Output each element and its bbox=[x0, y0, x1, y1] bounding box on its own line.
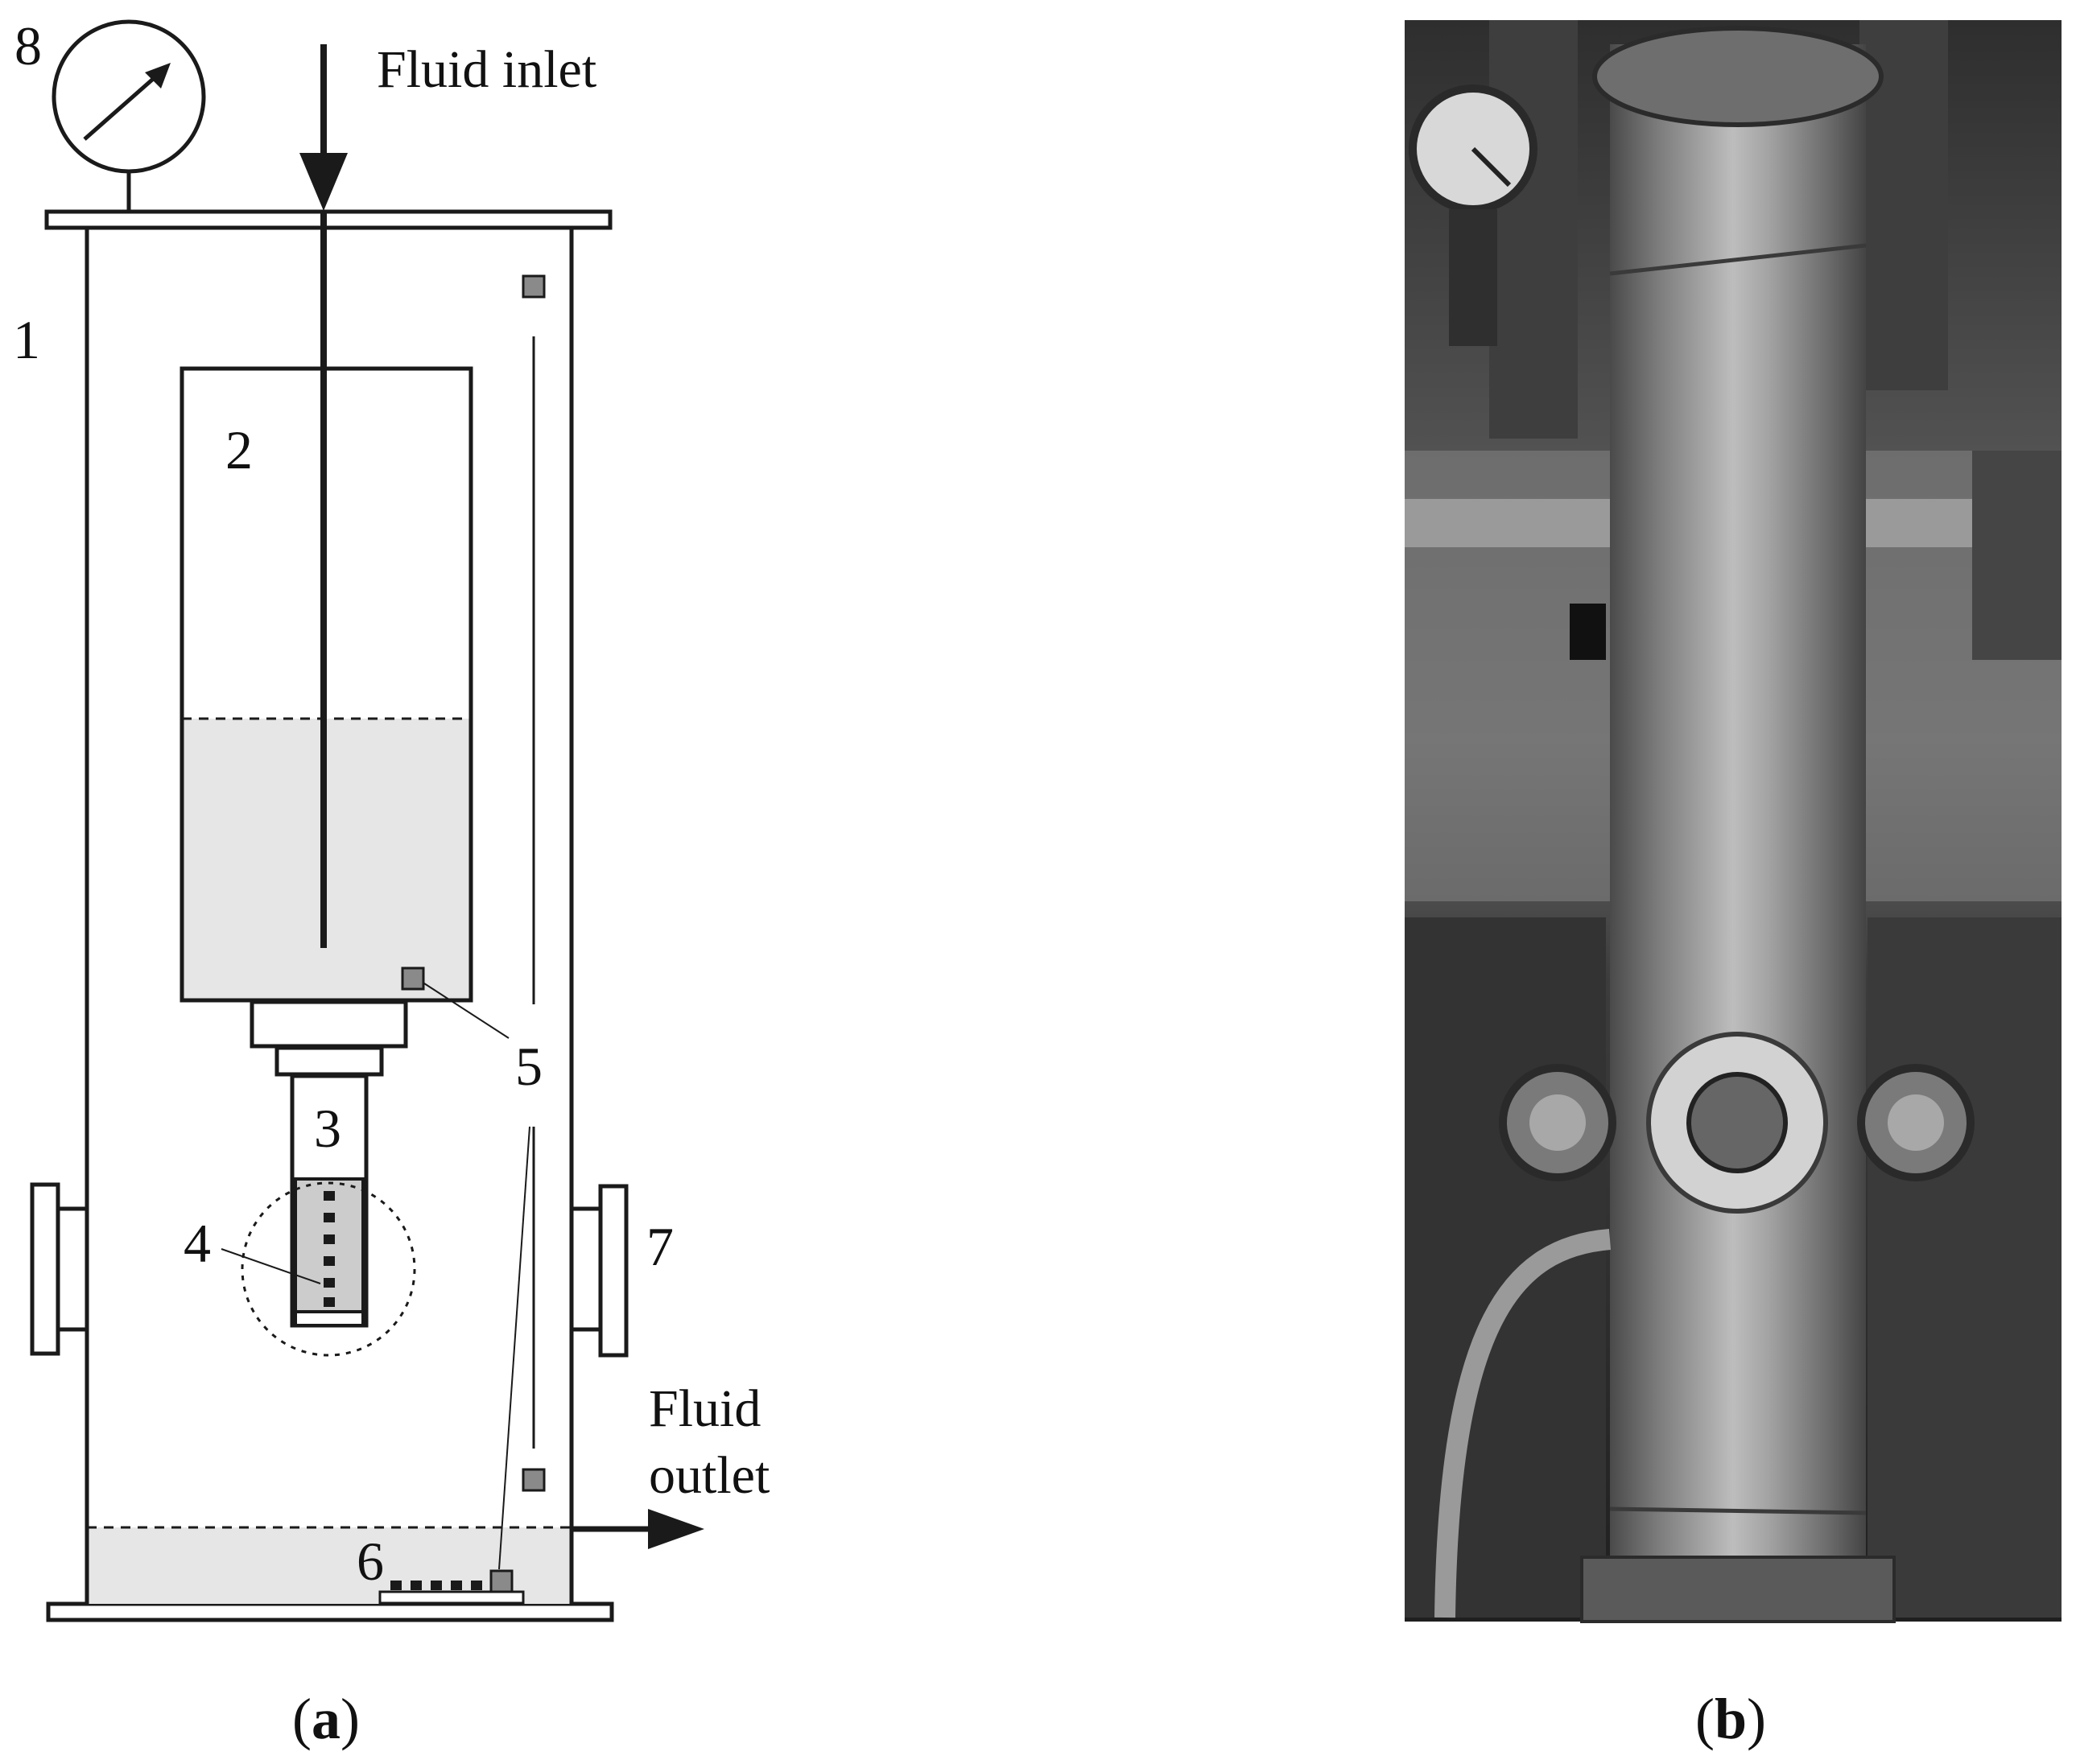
fluid-outlet-label-line1: Fluid bbox=[649, 1379, 761, 1438]
label-2: 2 bbox=[225, 419, 253, 480]
bottom-flange bbox=[46, 1601, 614, 1622]
leader-4 bbox=[221, 1248, 321, 1284]
photo-column-top bbox=[1592, 26, 1884, 127]
photo-gauge-valve bbox=[1449, 209, 1497, 346]
schematic-diagram bbox=[30, 19, 704, 1622]
bottom-plate bbox=[378, 1590, 525, 1605]
photo-bg-panel-right bbox=[1868, 917, 2062, 1618]
sensor-in-tank bbox=[401, 966, 425, 991]
photo-column bbox=[1610, 44, 1866, 1581]
label-1: 1 bbox=[13, 309, 40, 370]
label-6: 6 bbox=[357, 1531, 384, 1592]
orifice-hole bbox=[324, 1256, 335, 1266]
fluid-inlet-label: Fluid inlet bbox=[377, 40, 596, 99]
label-3: 3 bbox=[314, 1098, 341, 1159]
caption-a-open: ( bbox=[292, 1687, 312, 1751]
right-window-neck bbox=[569, 1206, 603, 1332]
caption-b: (b) bbox=[1695, 1687, 1766, 1751]
caption-b-open: ( bbox=[1695, 1687, 1715, 1751]
orifice-hole bbox=[324, 1213, 335, 1222]
label-4: 4 bbox=[184, 1213, 211, 1274]
plate-hole bbox=[431, 1581, 442, 1590]
orifice-hole bbox=[324, 1234, 335, 1244]
photo-hose bbox=[1434, 1229, 1612, 1618]
left-window-neck bbox=[56, 1206, 89, 1332]
inlet-arrow-head bbox=[299, 153, 348, 211]
outlet-arrow-head bbox=[648, 1509, 704, 1549]
right-window-flange bbox=[598, 1184, 629, 1358]
caption-a: (a) bbox=[292, 1687, 360, 1751]
nozzle-tip bbox=[294, 1310, 365, 1327]
plate-hole bbox=[471, 1581, 482, 1590]
plate-hole bbox=[390, 1581, 402, 1590]
sensor-top-right bbox=[522, 274, 546, 299]
label-8: 8 bbox=[14, 15, 42, 76]
left-window-flange bbox=[30, 1182, 60, 1356]
photo-gauge-needle bbox=[1471, 146, 1512, 188]
bottom-plate-holes bbox=[390, 1581, 482, 1590]
gauge-needle-tip bbox=[145, 63, 171, 89]
fluid-outlet-label-line2: outlet bbox=[649, 1446, 770, 1505]
label-5: 5 bbox=[515, 1036, 543, 1097]
orifice-hole bbox=[324, 1278, 335, 1288]
gauge-needle bbox=[83, 67, 167, 141]
orifice-holes bbox=[324, 1191, 335, 1307]
detail-circle bbox=[241, 1181, 416, 1357]
photo-bg-window-dark bbox=[1570, 604, 1606, 660]
sensor-lower-right bbox=[522, 1468, 546, 1492]
schematic-labels: 8 1 2 3 4 5 6 7 Fluid inlet Fluid outlet… bbox=[13, 15, 770, 1751]
orifice-hole bbox=[324, 1297, 335, 1307]
label-7: 7 bbox=[646, 1216, 674, 1277]
photo-bg-box-right bbox=[1972, 451, 2062, 660]
caption-b-close: ) bbox=[1747, 1687, 1766, 1751]
caption-a-letter: a bbox=[312, 1687, 340, 1751]
photo-column-seam-top bbox=[1609, 243, 1867, 276]
photo-bg-pipe bbox=[1405, 499, 1614, 547]
photo-bg-bracket-left bbox=[1489, 20, 1578, 439]
pressure-gauge bbox=[52, 19, 206, 174]
photo-column-base bbox=[1580, 1556, 1896, 1623]
photo-column-seam-bottom bbox=[1609, 1506, 1867, 1515]
orifice-hole bbox=[324, 1191, 335, 1201]
top-flange bbox=[44, 209, 613, 230]
leader-5-bottom bbox=[498, 1126, 530, 1570]
photo-front-window-glass bbox=[1686, 1072, 1788, 1173]
caption-a-close: ) bbox=[340, 1687, 360, 1751]
caption-b-letter: b bbox=[1715, 1687, 1747, 1751]
photo-left-window-glass bbox=[1529, 1094, 1586, 1151]
plate-hole bbox=[411, 1581, 422, 1590]
leader-5-tank bbox=[423, 983, 510, 1039]
nozzle-insert bbox=[294, 1177, 365, 1313]
nozzle-step-2 bbox=[274, 1045, 384, 1077]
photo-bg-panel-left bbox=[1405, 917, 1606, 1618]
sensor-bottom bbox=[489, 1569, 514, 1593]
plate-hole bbox=[451, 1581, 462, 1590]
apparatus-photo: (b) bbox=[1405, 20, 2062, 1751]
nozzle-step-1 bbox=[250, 999, 408, 1049]
photo-right-window-glass bbox=[1888, 1094, 1944, 1151]
